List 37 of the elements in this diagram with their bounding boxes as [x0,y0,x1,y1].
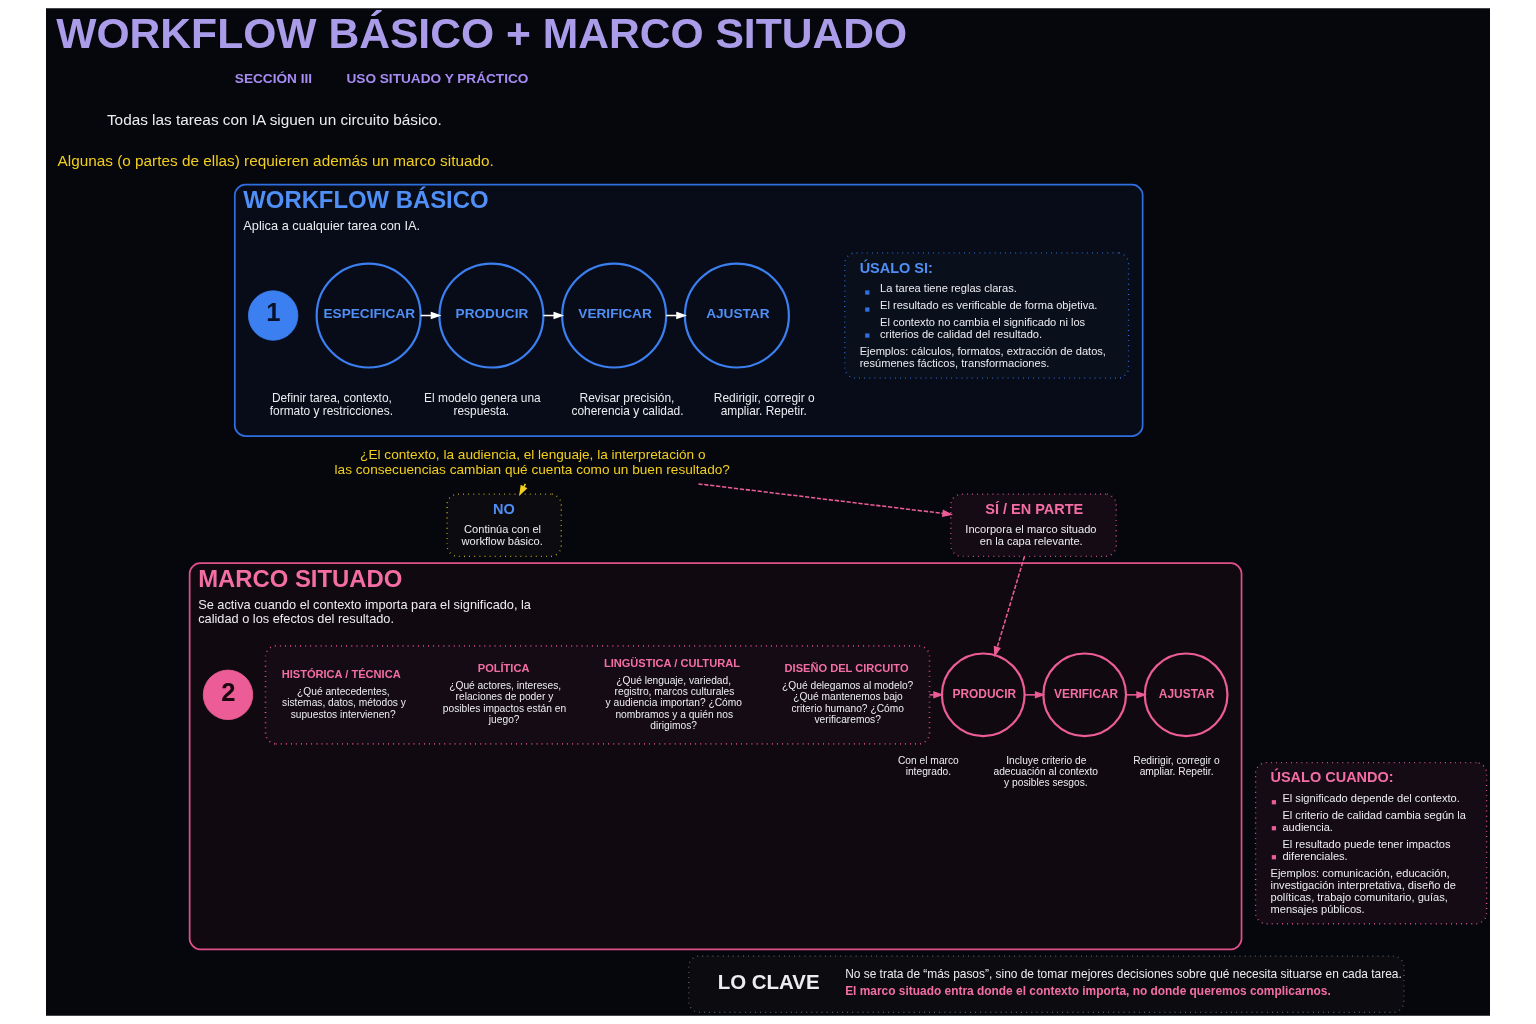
node-box: NO Continúa con el workflow básico. [446,493,562,557]
node-label: Con el marco integrado. [897,754,959,777]
node-circle: VERIFICAR [561,262,668,369]
label: SECCIÓN III [234,71,313,87]
node-label: Redirigir, corregir o ampliar. Repetir. [713,391,815,418]
node-label: Revisar precisión, coherencia y calidad. [571,391,684,418]
node-circle: AJUSTAR [683,262,790,369]
node-box: ÚSALO CUANDO: El significado depende del contexto. El criterio de calidad cambia según la audiencia. El resultado puede tener impactos diferenciales. Ejemplos: comunicación, educación, investigación interpretativa, diseño de políticas, trabajo comunitario, guías, mensajes públicos. [1254,761,1488,925]
node-box: ÚSALO SI: La tarea tiene reglas claras. El resultado es verificable de forma objetiva. El contexto no cambia el significado ni los criterios de calidad del resultado. Ejemplos: cálculos, formatos, extracción de datos, resúmenes fácticos, transformaciones. [844,252,1130,379]
node-text: DISEÑO DEL CIRCUITO ¿Qué delegamos al modelo? ¿Qué mantenemos bajo criterio humano? ¿Cómo verificaremos? [782,662,914,725]
arrow [697,483,954,518]
arrow [519,483,528,496]
label: USO SITUADO Y PRÁCTICO [346,71,529,87]
node-label: El modelo genera una respuesta. [424,391,541,418]
node-circle: ESPECIFICAR [315,262,422,369]
node-label: Incluye criterio de adecuación al contexto y posibles sesgos. [993,754,1099,788]
node-circle: AJUSTAR [1143,652,1229,738]
node-box: SÍ / EN PARTE Incorpora el marco situado en la capa relevante. [950,493,1117,557]
node-circle: 2 [202,669,254,720]
node-circle: PRODUCIR [438,262,545,369]
arrow [1024,691,1046,699]
node-text: LINGÜSTICA / CULTURAL ¿Qué lenguaje, variedad, registro, marcos culturales y audiencia importan? ¿Cómo nombramos y a quién nos dirigimos? [603,657,742,731]
label: Algunas (o partes de ellas) requieren además un marco situado. [57,152,494,170]
node-text: HISTÓRICA / TÉCNICA ¿Qué antecedentes, sistemas, datos, métodos y supuestos intervienen? [281,668,406,720]
node-label: Definir tarea, contexto, formato y restricciones. [269,391,393,418]
node-text: POLÍTICA ¿Qué actores, intereses, relaciones de poder y posibles impactos están en juego? [442,662,567,725]
cluster [264,645,931,745]
node-label: Redirigir, corregir o ampliar. Repetir. [1133,754,1220,777]
node-text: ¿El contexto, la audiencia, el lenguaje, la interpretación o las consecuencias cambian qué cuenta como un buen resultado? [334,446,730,478]
diagram-title: WORKFLOW BÁSICO + MARCO SITUADO [56,9,908,58]
arrow [993,555,1026,658]
node-circle: VERIFICAR [1042,652,1128,738]
node-box: LO CLAVE No se trata de “más pasos”, sino de tomar mejores decisiones sobre qué necesita situarse en cada tarea. El marco situado entra donde el contexto importa, no donde queremos complicarnos. [688,955,1405,1013]
node-circle: 1 [248,290,299,341]
arrow [1125,691,1148,699]
label: Todas las tareas con IA siguen un circuito básico. [106,111,442,129]
node-circle: PRODUCIR [940,652,1026,738]
